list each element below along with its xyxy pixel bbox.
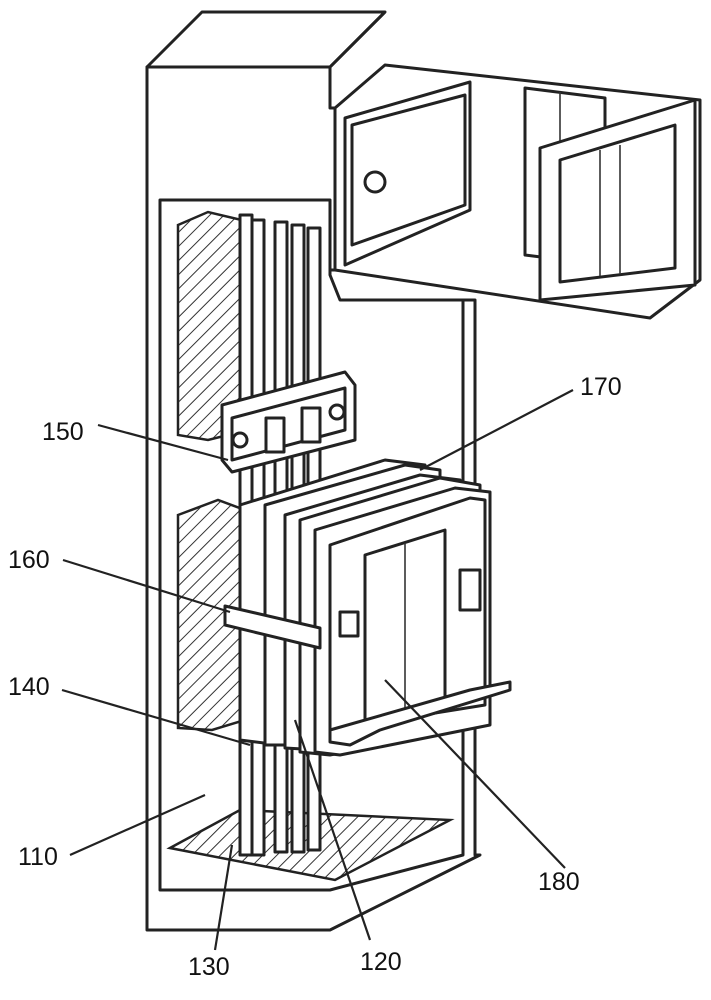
- label-180: 180: [538, 868, 580, 896]
- elevator-car: [238, 458, 512, 757]
- upper-landing: [333, 63, 702, 320]
- label-140: 140: [8, 673, 50, 701]
- leader-lines: [61, 389, 574, 951]
- traction-beam: [223, 604, 322, 650]
- label-160: 160: [8, 546, 50, 574]
- label-120: 120: [360, 948, 402, 976]
- counterweight: [176, 210, 252, 732]
- rail-bracket: [220, 370, 357, 474]
- label-170: 170: [580, 373, 622, 401]
- label-130: 130: [188, 953, 230, 981]
- label-110: 110: [18, 843, 58, 871]
- label-150: 150: [42, 418, 84, 446]
